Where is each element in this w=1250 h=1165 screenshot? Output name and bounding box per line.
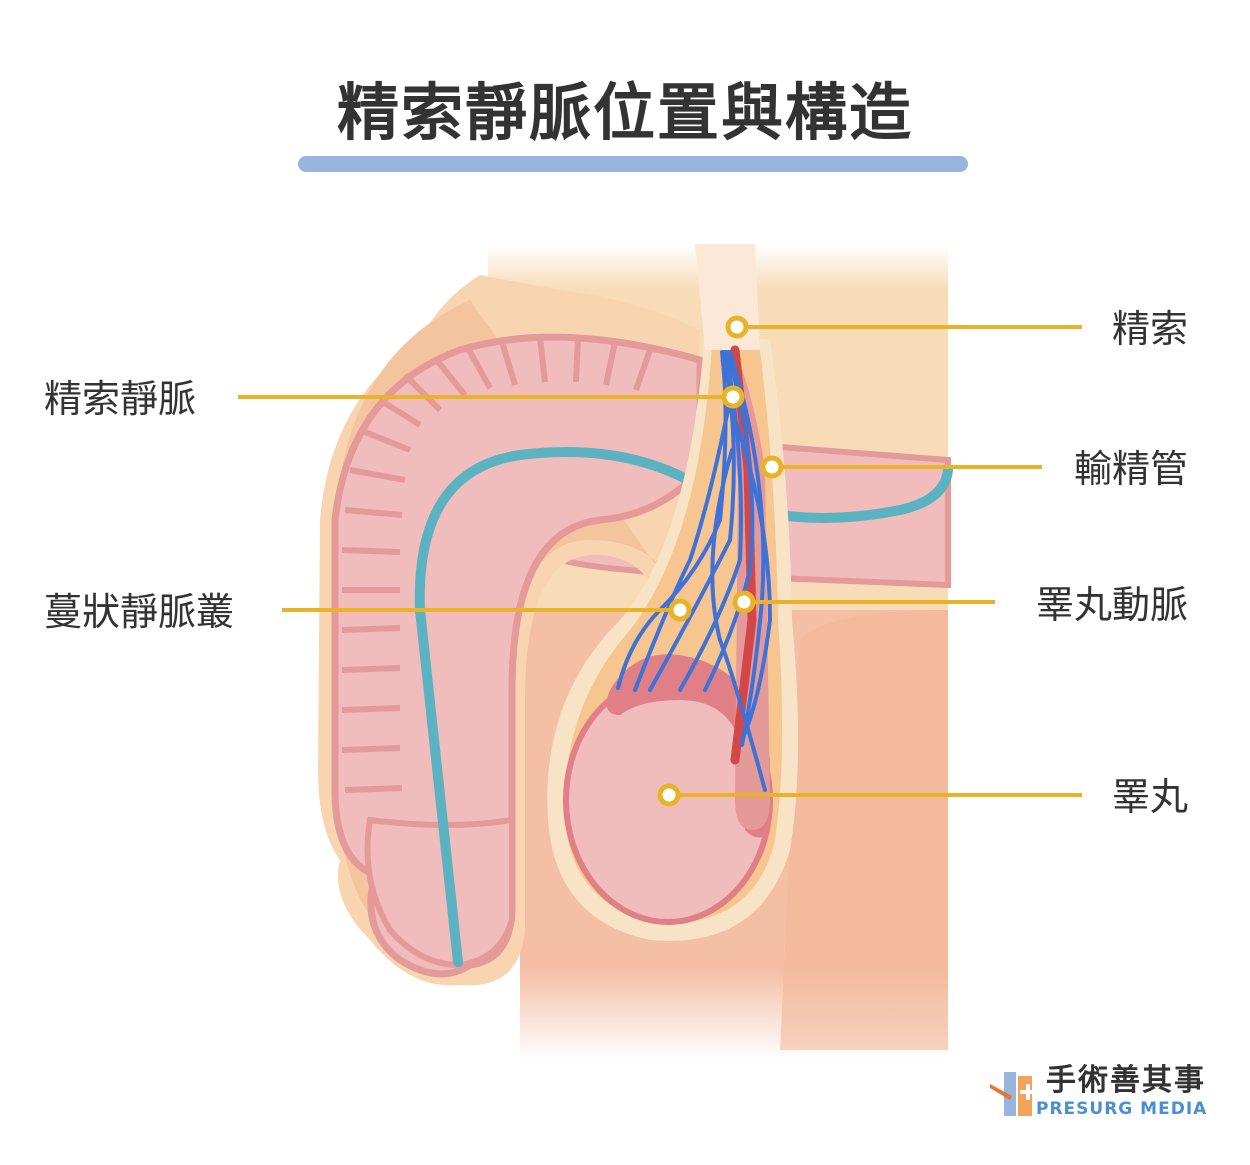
dot-spermatic-vein (721, 385, 745, 409)
label-testicular-artery: 睪丸動脈 (1035, 583, 1188, 627)
corpus-spongiosum (331, 333, 704, 978)
logo-chinese-text: 手術善其事 (1046, 1063, 1206, 1098)
dot-testicular-artery (732, 590, 756, 614)
page-title: 精索靜脈位置與構造 (336, 76, 913, 149)
dot-pampiniform-plexus (668, 598, 692, 622)
presurg-logo-icon (990, 1072, 1036, 1116)
dot-vas-deferens (760, 455, 784, 479)
logo-english-text: PRESURG MEDIA (1036, 1099, 1208, 1119)
dot-spermatic-cord (725, 315, 749, 339)
title-underline (298, 156, 968, 172)
label-vas-deferens: 輸精管 (1073, 447, 1188, 491)
label-spermatic-vein: 精索靜脈 (44, 377, 197, 421)
label-testis: 睪丸 (1111, 775, 1188, 819)
epididymis (606, 654, 770, 838)
thigh-shadow (780, 610, 948, 1050)
corpus-ridges (341, 337, 653, 793)
label-spermatic-cord: 精索 (1111, 307, 1188, 351)
leader-dots (657, 315, 784, 807)
leader-lines (238, 325, 1082, 797)
label-pampiniform-plexus: 蔓狀靜脈叢 (44, 590, 235, 634)
spermatic-cord-band (695, 244, 760, 350)
urethra-line (414, 447, 953, 967)
pampiniform-plexus-veins (616, 350, 773, 792)
dot-testis (657, 783, 681, 807)
